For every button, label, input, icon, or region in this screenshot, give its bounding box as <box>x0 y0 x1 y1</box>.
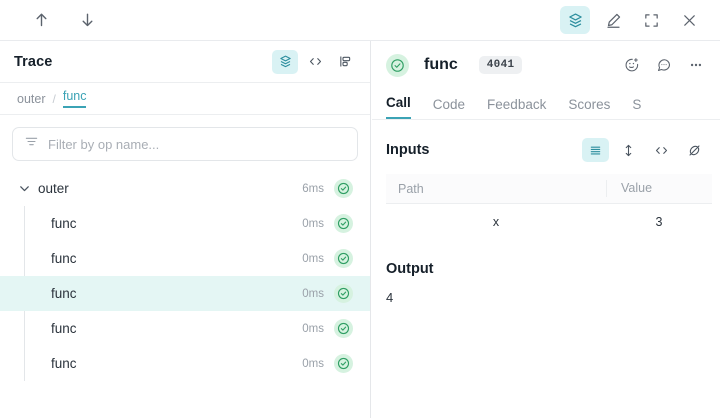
status-success-icon <box>334 214 353 233</box>
trace-panel: Trace <box>0 41 371 418</box>
trace-tree-icon[interactable] <box>272 49 298 74</box>
tree-row-label: func <box>51 356 77 371</box>
hide-empty-icon[interactable] <box>681 138 708 162</box>
list-view-icon[interactable] <box>582 138 609 162</box>
status-success-icon <box>334 179 353 198</box>
column-header-value: Value <box>606 180 712 197</box>
tree-row-outer[interactable]: outer 6ms <box>0 171 370 206</box>
call-actions <box>620 53 708 77</box>
tab-code[interactable]: Code <box>432 97 466 112</box>
close-icon[interactable] <box>674 6 704 34</box>
cell-value: 3 <box>655 214 663 229</box>
filter-box[interactable] <box>12 127 358 161</box>
tab-scores[interactable]: Scores <box>568 97 611 112</box>
tree-row-meta: 0ms <box>302 284 370 303</box>
inputs-section-header: Inputs <box>372 120 720 162</box>
trace-panel-header: Trace <box>0 41 370 83</box>
add-reaction-icon[interactable] <box>620 53 644 77</box>
status-success-icon <box>334 284 353 303</box>
filter-input[interactable] <box>48 136 346 152</box>
tree-row-meta: 0ms <box>302 319 370 338</box>
cell-path: x <box>492 214 500 229</box>
tree-row-label: func <box>51 251 77 266</box>
output-section: Output 4 <box>372 239 720 305</box>
tree-row-meta: 0ms <box>302 354 370 373</box>
output-value: 4 <box>386 290 394 305</box>
chevron-down-icon[interactable] <box>18 182 31 195</box>
tree-row-label: outer <box>38 181 69 196</box>
breadcrumb-separator: / <box>52 91 56 106</box>
code-icon[interactable] <box>302 50 328 74</box>
tree-row-label: func <box>51 286 77 301</box>
tree-row-func[interactable]: func 0ms <box>0 206 370 241</box>
tree-row-func-selected[interactable]: func 0ms <box>0 276 370 311</box>
nav-down-icon[interactable] <box>72 6 102 34</box>
inputs-view-toggles <box>582 138 708 162</box>
output-title: Output <box>386 261 434 277</box>
table-row[interactable]: x 3 <box>386 204 712 239</box>
call-panel-header: func 4041 <box>372 41 720 89</box>
status-success-icon <box>334 319 353 338</box>
breadcrumb-item-outer[interactable]: outer <box>17 91 46 106</box>
comment-icon[interactable] <box>652 53 676 77</box>
tree-row-duration: 0ms <box>302 287 324 300</box>
trace-panel-title: Trace <box>14 53 53 70</box>
trace-view-icon[interactable] <box>560 6 590 34</box>
breadcrumb-item-func[interactable]: func <box>62 89 87 108</box>
call-tabs: Call Code Feedback Scores S <box>372 89 720 120</box>
top-toolbar-actions <box>560 6 720 34</box>
tab-summary-truncated[interactable]: S <box>632 97 642 112</box>
tree-row-duration: 0ms <box>302 252 324 265</box>
inputs-table: Path Value x 3 <box>372 174 720 239</box>
call-status-success-icon <box>386 53 409 77</box>
call-panel: func 4041 <box>372 41 720 418</box>
tree-row-label: func <box>51 216 77 231</box>
tree-row-duration: 0ms <box>302 322 324 335</box>
filter-area <box>0 115 370 161</box>
tree-row-meta: 6ms <box>302 179 370 198</box>
tab-feedback[interactable]: Feedback <box>487 97 547 112</box>
tree-row-duration: 0ms <box>302 357 324 370</box>
status-success-icon <box>334 249 353 268</box>
top-toolbar <box>0 0 720 41</box>
filter-icon <box>24 134 39 154</box>
column-header-path: Path <box>398 181 424 196</box>
expand-rows-icon[interactable] <box>615 138 642 162</box>
trace-panel-view-toggles <box>272 49 358 74</box>
tree-row-meta: 0ms <box>302 214 370 233</box>
tree-row-duration: 0ms <box>302 217 324 230</box>
code-view-icon[interactable] <box>648 138 675 162</box>
tab-call[interactable]: Call <box>386 95 411 119</box>
tree-row-func[interactable]: func 0ms <box>0 241 370 276</box>
inputs-title: Inputs <box>386 142 430 158</box>
annotate-pen-icon[interactable] <box>598 6 628 34</box>
inputs-table-header: Path Value <box>386 174 712 204</box>
trace-tree: outer 6ms func 0ms <box>0 171 370 381</box>
top-toolbar-nav <box>0 6 102 34</box>
flame-graph-icon[interactable] <box>332 50 358 74</box>
call-title: func <box>424 56 458 73</box>
tree-row-label: func <box>51 321 77 336</box>
nav-up-icon[interactable] <box>26 6 56 34</box>
more-options-icon[interactable] <box>684 53 708 77</box>
fullscreen-icon[interactable] <box>636 6 666 34</box>
tree-row-meta: 0ms <box>302 249 370 268</box>
tree-row-func[interactable]: func 0ms <box>0 311 370 346</box>
status-success-icon <box>334 354 353 373</box>
tree-row-duration: 6ms <box>302 182 324 195</box>
tree-row-func[interactable]: func 0ms <box>0 346 370 381</box>
call-id-badge: 4041 <box>478 56 523 74</box>
breadcrumb: outer / func <box>0 83 370 115</box>
